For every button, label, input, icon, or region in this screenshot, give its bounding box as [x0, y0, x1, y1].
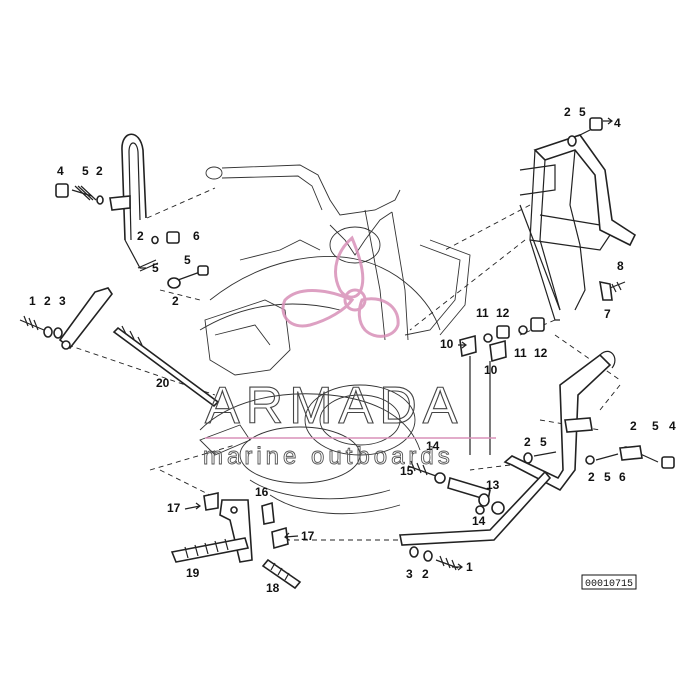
callout-5: 5 — [652, 419, 659, 433]
callout-17: 17 — [301, 529, 315, 543]
left-upper-crash-bar — [121, 133, 147, 269]
left-lower-bar — [19, 287, 113, 350]
callout-6: 6 — [619, 470, 626, 484]
watermark-brand: ARMADA — [205, 377, 463, 435]
right-lower-crash-bar — [503, 350, 616, 492]
callout-5: 5 — [152, 261, 159, 275]
callout-1: 1 — [29, 294, 36, 308]
threaded-rod — [112, 325, 220, 408]
callout-1: 1 — [466, 560, 473, 574]
callout-2: 2 — [630, 419, 637, 433]
callout-5: 5 — [579, 105, 586, 119]
callout-13: 13 — [486, 478, 500, 492]
callout-labels: 4 5 2 2 6 5 5 2 1 2 3 20 2 5 4 8 7 11 12… — [29, 105, 676, 595]
callout-14: 14 — [426, 439, 440, 453]
callout-10: 10 — [440, 337, 454, 351]
callout-2: 2 — [564, 105, 571, 119]
frame-outline — [199, 164, 471, 515]
callout-8: 8 — [617, 259, 624, 273]
callout-11: 11 — [476, 306, 489, 320]
callout-4: 4 — [57, 164, 64, 178]
callout-11: 11 — [514, 346, 527, 360]
center-mount-brackets — [459, 317, 545, 455]
left-upper-fasteners — [55, 183, 209, 289]
callout-arrows — [184, 117, 613, 571]
callout-5: 5 — [184, 253, 191, 267]
callout-2: 2 — [588, 470, 595, 484]
callout-7: 7 — [604, 307, 611, 321]
callout-2: 2 — [422, 567, 429, 581]
callout-10: 10 — [484, 363, 498, 377]
callout-14: 14 — [472, 514, 486, 528]
callout-5: 5 — [604, 470, 611, 484]
callout-15: 15 — [400, 464, 414, 478]
callout-17: 17 — [167, 501, 181, 515]
callout-18: 18 — [266, 581, 280, 595]
callout-4: 4 — [669, 419, 676, 433]
propeller-icon — [281, 235, 400, 338]
drawing-code: 00010715 — [585, 579, 633, 590]
callout-2: 2 — [137, 229, 144, 243]
bottom-center-bar — [399, 470, 552, 571]
callout-6: 6 — [193, 229, 200, 243]
callout-19: 19 — [186, 566, 200, 580]
right-upper-fasteners — [567, 117, 626, 301]
right-upper-crash-bar — [519, 134, 637, 321]
callout-5: 5 — [82, 164, 89, 178]
callout-16: 16 — [255, 485, 269, 499]
callout-2: 2 — [172, 294, 179, 308]
right-lower-fasteners — [523, 445, 675, 469]
watermark-logo — [281, 235, 400, 338]
callout-3: 3 — [406, 567, 413, 581]
callout-12: 12 — [496, 306, 510, 320]
callout-5: 5 — [540, 435, 547, 449]
callout-2: 2 — [96, 164, 103, 178]
callout-2: 2 — [44, 294, 51, 308]
drawing-code-box: 00010715 — [581, 574, 637, 590]
watermark-text: ARMADA marine outboards — [203, 376, 496, 470]
bottom-left-brackets — [170, 492, 302, 590]
callout-20: 20 — [156, 376, 170, 390]
callout-3: 3 — [59, 294, 66, 308]
watermark-tagline: marine outboards — [203, 443, 454, 470]
callout-2: 2 — [524, 435, 531, 449]
center-lower-mount — [407, 460, 505, 515]
callout-12: 12 — [534, 346, 548, 360]
callout-4: 4 — [614, 116, 621, 130]
